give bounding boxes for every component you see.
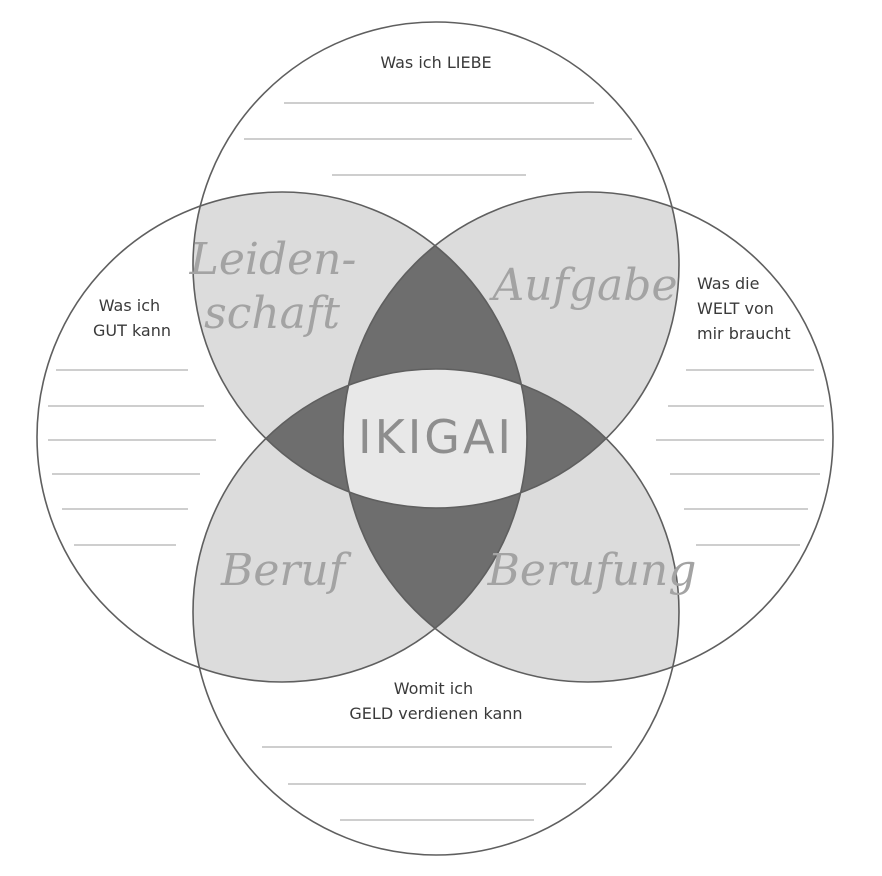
circle-top-liebe bbox=[192, 21, 680, 509]
overlap-label-line: Leiden- bbox=[189, 234, 357, 285]
label-bottom-line: Womit ich bbox=[394, 679, 473, 698]
triple-overlap-fills bbox=[193, 192, 679, 682]
overlap-label-leidenschaft: Leiden- schaft bbox=[189, 234, 371, 339]
label-bottom-geld: Womit ich GELD verdienen kann bbox=[349, 679, 522, 723]
label-top-liebe: Was ich LIEBE bbox=[380, 53, 491, 72]
writing-lines-top bbox=[244, 102, 632, 176]
overlap-label-beruf: Beruf bbox=[220, 545, 352, 596]
label-left-line: GUT kann bbox=[93, 321, 171, 340]
ikigai-center-label: IKIGAI bbox=[358, 410, 514, 464]
label-right-line: WELT von bbox=[697, 299, 774, 318]
label-left-line: Was ich bbox=[99, 296, 160, 315]
label-right-line: Was die bbox=[697, 274, 759, 293]
overlap-label-berufung: Berufung bbox=[487, 545, 697, 596]
label-right-line: mir braucht bbox=[697, 324, 791, 343]
overlap-label-line: schaft bbox=[204, 288, 340, 339]
circle-right-welt bbox=[342, 191, 834, 683]
circle-bottom-geld bbox=[192, 368, 680, 856]
label-right-welt: Was die WELT von mir braucht bbox=[697, 274, 791, 343]
writing-lines-left bbox=[48, 369, 216, 546]
circle-left-gut bbox=[36, 191, 528, 683]
writing-lines-bottom bbox=[262, 746, 612, 821]
overlap-label-aufgabe: Aufgabe bbox=[488, 260, 677, 311]
writing-lines-right bbox=[656, 369, 824, 546]
label-left-gut: Was ich GUT kann bbox=[93, 296, 171, 340]
label-bottom-line: GELD verdienen kann bbox=[349, 704, 522, 723]
